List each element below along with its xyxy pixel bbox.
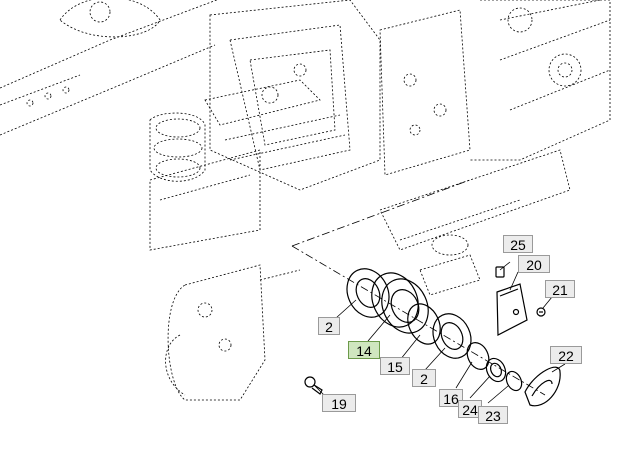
bolt-part[interactable] xyxy=(304,376,323,395)
callout-20[interactable]: 20 xyxy=(518,255,550,273)
background-assembly xyxy=(0,0,611,401)
center-axis-line xyxy=(291,179,546,396)
callout-14[interactable]: 14 xyxy=(348,341,380,359)
callout-16[interactable]: 16 xyxy=(439,389,463,407)
plate-part[interactable] xyxy=(496,283,528,336)
callout-22[interactable]: 22 xyxy=(550,346,582,364)
clip-part[interactable] xyxy=(495,266,505,278)
seal-part[interactable] xyxy=(339,262,396,324)
callout-15[interactable]: 15 xyxy=(380,357,410,375)
screw-part[interactable] xyxy=(536,307,546,317)
callout-23[interactable]: 23 xyxy=(478,406,508,424)
callout-2-seal[interactable]: 2 xyxy=(318,317,340,335)
snap-ring-part[interactable] xyxy=(402,299,447,350)
callout-19[interactable]: 19 xyxy=(322,394,356,412)
ring-part[interactable] xyxy=(483,355,509,384)
callout-21[interactable]: 21 xyxy=(545,280,575,298)
callout-25[interactable]: 25 xyxy=(503,235,533,253)
bearing-part[interactable] xyxy=(363,265,437,340)
circlip-part[interactable] xyxy=(503,369,524,393)
washer-part[interactable] xyxy=(463,339,493,373)
seal-part-2[interactable] xyxy=(426,308,478,365)
leader-lines xyxy=(314,261,566,404)
cap-part[interactable] xyxy=(524,366,561,407)
callout-2-seal-second[interactable]: 2 xyxy=(412,369,436,387)
